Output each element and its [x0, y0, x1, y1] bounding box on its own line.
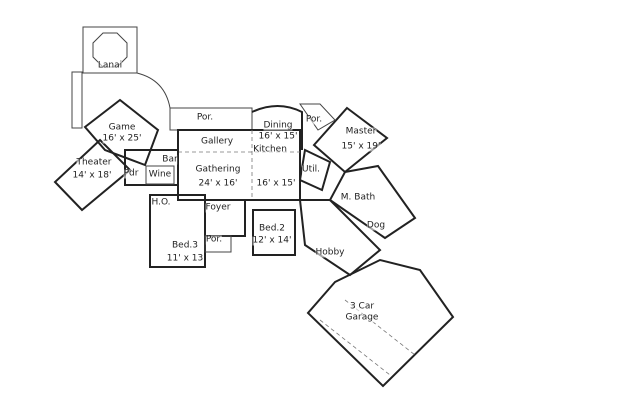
- bar-label: Bar: [162, 154, 178, 165]
- foyer-label: Foyer: [205, 202, 231, 213]
- bar-wine-walls: [124, 149, 179, 186]
- powder-label: Pdr: [123, 168, 139, 179]
- service-wing-walls: [298, 199, 382, 277]
- master-size: 15' x 19': [341, 141, 381, 152]
- lanai-curved-walk: [136, 72, 171, 109]
- master-porch-label: Por.: [305, 114, 323, 125]
- master-bath-label: M. Bath: [340, 192, 376, 203]
- lanai-label: Lanai: [97, 60, 123, 71]
- lanai-steps: [71, 71, 83, 129]
- dining-bay: [251, 105, 303, 150]
- dog-label: Dog: [366, 220, 386, 231]
- garage-walls: [306, 258, 455, 388]
- home-office-label: H.O.: [151, 197, 171, 208]
- gathering-label: Gathering: [195, 164, 241, 175]
- master-label: Master: [345, 126, 377, 137]
- kitchen-label: Kitchen: [253, 144, 287, 155]
- kitchen-size: 16' x 15': [256, 178, 296, 189]
- garage-label-2: Garage: [345, 312, 379, 323]
- gathering-size: 24' x 16': [198, 178, 238, 189]
- garage-label: 3 Car: [349, 301, 375, 312]
- bed2-walls: [252, 209, 296, 256]
- bed3-label: Bed.3: [171, 240, 199, 251]
- wine-label: Wine: [148, 169, 172, 180]
- front-porch-label: Por.: [205, 234, 223, 245]
- bed3-size: 11' x 13: [166, 253, 204, 264]
- hobby-label: Hobby: [315, 247, 345, 258]
- dining-label: Dining: [263, 120, 293, 131]
- theater-walls: [53, 138, 132, 212]
- wine-cellar: [145, 165, 175, 185]
- theater-label: Theater: [76, 157, 112, 168]
- game-label: Game: [108, 122, 136, 133]
- rear-porch-label: Por.: [196, 112, 214, 123]
- game-size: 16' x 25': [102, 133, 142, 144]
- game-room-walls: [83, 98, 160, 167]
- utility-label: Util.: [302, 164, 320, 175]
- master-walls: [312, 106, 389, 174]
- dining-size: 16' x 15': [258, 131, 298, 142]
- gallery-label: Gallery: [200, 136, 234, 147]
- theater-size: 14' x 18': [72, 170, 112, 181]
- lanai-outline: [82, 26, 138, 74]
- master-bath-walls: [328, 164, 417, 240]
- garage-door-line: [319, 319, 391, 376]
- bed2-size: 12' x 14': [252, 235, 292, 246]
- utility-walls: [298, 148, 332, 192]
- bed2-label: Bed.2: [258, 223, 286, 234]
